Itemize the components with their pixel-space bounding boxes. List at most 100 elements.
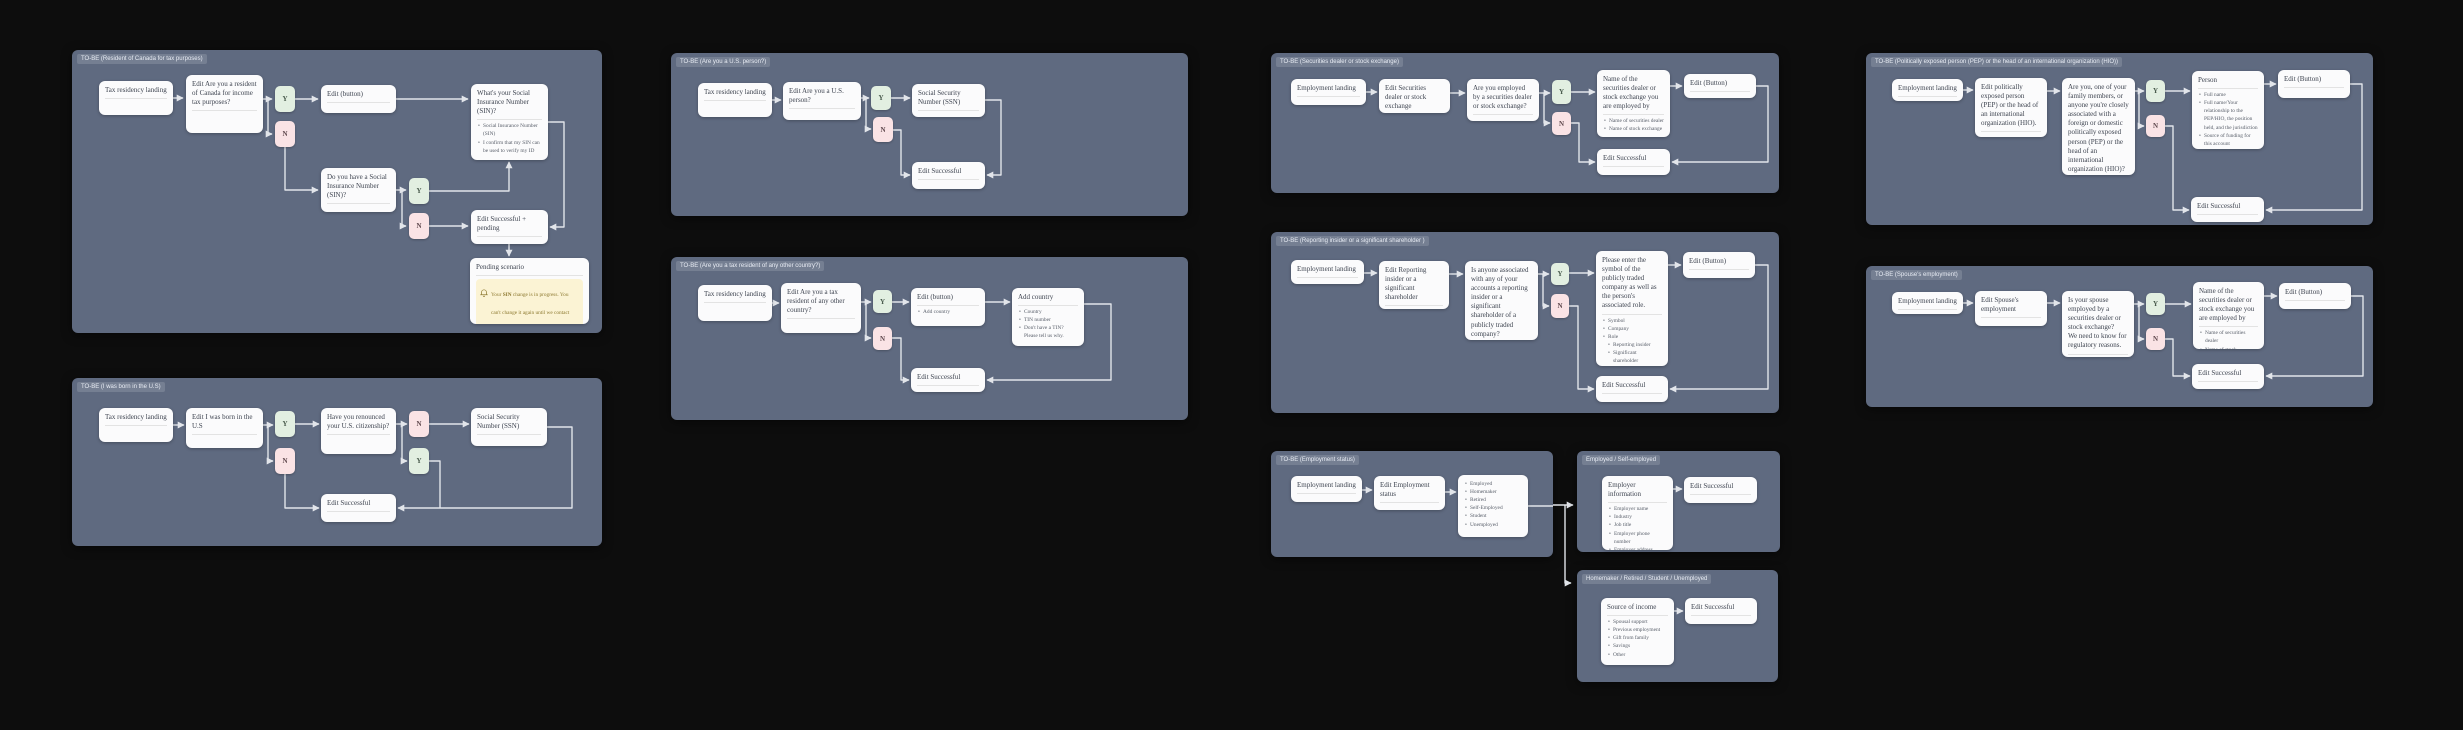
flow-node-tax-landing[interactable]: Tax residency landing bbox=[698, 83, 772, 117]
no-badge[interactable]: N bbox=[275, 448, 295, 474]
no-badge[interactable]: N bbox=[873, 327, 892, 350]
flow-node-tax-landing[interactable]: Tax residency landing bbox=[99, 81, 173, 115]
flow-node-ssn[interactable]: Social Security Number (SSN) bbox=[471, 408, 547, 446]
flow-node-name-form[interactable]: Name of the securities dealer or stock e… bbox=[1597, 70, 1670, 137]
flow-node-tax-landing[interactable]: Tax residency landing bbox=[698, 285, 772, 321]
flow-node-edit-button[interactable]: Edit (button) Add country bbox=[911, 288, 985, 326]
no-badge[interactable]: N bbox=[409, 213, 429, 239]
group-title[interactable]: TO-BE (I was born in the U.S) bbox=[77, 382, 165, 393]
flow-node-edit-pending[interactable]: Edit Successful + pending bbox=[471, 210, 548, 244]
no-badge[interactable]: N bbox=[1551, 294, 1569, 318]
yes-badge[interactable]: Y bbox=[873, 290, 892, 313]
flow-node-edit-button[interactable]: Edit (Button) bbox=[1683, 252, 1755, 278]
connector-lines bbox=[1362, 486, 1553, 507]
flow-node-edit-successful[interactable]: Edit Successful bbox=[1597, 149, 1670, 175]
yes-badge[interactable]: Y bbox=[1551, 263, 1569, 285]
flow-node-edit-question[interactable]: Edit Reporting insider or a significant … bbox=[1379, 261, 1449, 309]
node-bullets: Name of securities dealer Name of stock … bbox=[2199, 329, 2258, 349]
flow-node-edit-successful[interactable]: Edit Successful bbox=[1684, 477, 1757, 503]
flow-node-edit-button[interactable]: Edit (button) bbox=[321, 85, 396, 113]
group-title[interactable]: TO-BE (Securities dealer or stock exchan… bbox=[1276, 57, 1403, 68]
no-badge[interactable]: N bbox=[409, 411, 429, 437]
flow-node-status-list[interactable]: Employed Homemaker Retired Self-Employed… bbox=[1458, 475, 1528, 537]
flow-node-edit-button[interactable]: Edit (Button) bbox=[2279, 283, 2351, 309]
flow-node-person-form[interactable]: Person Full name Full name/Your relation… bbox=[2192, 71, 2264, 149]
no-badge[interactable]: N bbox=[2146, 115, 2165, 137]
flow-node-add-country[interactable]: Add country Country TIN number Don't hav… bbox=[1012, 288, 1084, 346]
no-badge[interactable]: N bbox=[275, 121, 295, 147]
flow-node-employment-landing[interactable]: Employment landing bbox=[1291, 79, 1366, 105]
group-title[interactable]: TO-BE (Reporting insider or a significan… bbox=[1276, 236, 1429, 247]
group-title[interactable]: TO-BE (Spouse's employment) bbox=[1871, 270, 1962, 281]
flow-group-spouse-employment[interactable]: TO-BE (Spouse's employment) Employment l… bbox=[1866, 266, 2373, 407]
flow-node-edit-successful[interactable]: Edit Successful bbox=[1685, 598, 1757, 624]
flow-group-canada-tax[interactable]: TO-BE (Resident of Canada for tax purpos… bbox=[72, 50, 602, 333]
flow-group-other-country[interactable]: TO-BE (Are you a tax resident of any oth… bbox=[671, 257, 1188, 420]
flow-group-us-person[interactable]: TO-BE (Are you a U.S. person?) Tax resid… bbox=[671, 53, 1188, 216]
yes-badge[interactable]: Y bbox=[2146, 80, 2165, 102]
yes-badge[interactable]: Y bbox=[275, 86, 295, 112]
yes-badge[interactable]: Y bbox=[1552, 80, 1571, 104]
no-badge[interactable]: N bbox=[2146, 328, 2165, 350]
flow-group-securities-dealer[interactable]: TO-BE (Securities dealer or stock exchan… bbox=[1271, 53, 1779, 193]
flow-node-question[interactable]: Is your spouse employed by a securities … bbox=[2062, 291, 2134, 357]
flow-node-employment-landing[interactable]: Employment landing bbox=[1892, 79, 1963, 101]
flow-node-pending-scenario[interactable]: Pending scenario Your SIN change is in p… bbox=[470, 258, 589, 324]
yes-badge[interactable]: Y bbox=[275, 411, 295, 437]
flow-group-employed-branch[interactable]: Employed / Self-employed Employer inform… bbox=[1577, 451, 1780, 552]
flow-node-source-income[interactable]: Source of income Spousal support Previou… bbox=[1601, 598, 1674, 665]
flow-node-edit-button[interactable]: Edit (Button) bbox=[1684, 74, 1756, 98]
yes-badge[interactable]: Y bbox=[409, 448, 429, 474]
flow-node-edit-successful[interactable]: Edit Successful bbox=[911, 368, 985, 392]
flow-group-employment-status[interactable]: TO-BE (Employment status) Employment lan… bbox=[1271, 451, 1553, 557]
flow-node-have-sin[interactable]: Do you have a Social Insurance Number (S… bbox=[321, 168, 396, 212]
no-badge[interactable]: N bbox=[1552, 112, 1571, 135]
flow-node-edit-question[interactable]: Edit Securities dealer or stock exchange bbox=[1379, 79, 1450, 113]
group-title[interactable]: TO-BE (Politically exposed person (PEP) … bbox=[1871, 57, 2123, 68]
flow-node-ssn[interactable]: Social Security Number (SSN) bbox=[912, 84, 985, 117]
group-title[interactable]: Employed / Self-employed bbox=[1582, 455, 1661, 466]
flow-group-pep-hio[interactable]: TO-BE (Politically exposed person (PEP) … bbox=[1866, 53, 2373, 225]
flow-node-edit-question[interactable]: Edit Employment status bbox=[1374, 476, 1445, 510]
flow-node-edit-successful[interactable]: Edit Successful bbox=[912, 162, 985, 189]
no-badge[interactable]: N bbox=[873, 117, 893, 142]
flow-node-tax-landing[interactable]: Tax residency landing bbox=[99, 408, 173, 442]
group-title[interactable]: TO-BE (Are you a U.S. person?) bbox=[676, 57, 771, 68]
flow-node-edit-question[interactable]: Edit Are you a tax resident of any other… bbox=[781, 283, 861, 333]
flow-group-born-us[interactable]: TO-BE (I was born in the U.S) Tax reside… bbox=[72, 378, 602, 546]
flow-node-name-form[interactable]: Name of the securities dealer or stock e… bbox=[2193, 282, 2264, 349]
node-title: Edit Successful bbox=[1603, 154, 1647, 162]
flow-node-edit-question[interactable]: Edit I was born in the U.S bbox=[186, 408, 263, 448]
group-title[interactable]: TO-BE (Resident of Canada for tax purpos… bbox=[77, 54, 207, 65]
yes-badge[interactable]: Y bbox=[409, 178, 429, 204]
flow-node-edit-question[interactable]: Edit Spouse's employment bbox=[1975, 291, 2047, 326]
flow-group-unemployed-branch[interactable]: Homemaker / Retired / Student / Unemploy… bbox=[1577, 570, 1778, 682]
flow-node-edit-successful[interactable]: Edit Successful bbox=[2191, 197, 2264, 222]
flow-node-employment-landing[interactable]: Employment landing bbox=[1291, 260, 1364, 284]
flow-node-edit-question[interactable]: Edit politically exposed person (PEP) or… bbox=[1975, 78, 2047, 137]
yes-badge[interactable]: Y bbox=[871, 86, 891, 110]
group-title[interactable]: Homemaker / Retired / Student / Unemploy… bbox=[1582, 574, 1712, 585]
flow-node-edit-successful[interactable]: Edit Successful bbox=[321, 494, 396, 522]
flow-node-question[interactable]: Are you employed by a securities dealer … bbox=[1467, 79, 1539, 121]
flow-node-edit-button[interactable]: Edit (Button) bbox=[2278, 70, 2350, 98]
flow-group-reporting-insider[interactable]: TO-BE (Reporting insider or a significan… bbox=[1271, 232, 1779, 413]
group-title[interactable]: TO-BE (Employment status) bbox=[1276, 455, 1359, 466]
flow-node-sin-form[interactable]: What's your Social Insurance Number (SIN… bbox=[471, 84, 548, 160]
flow-node-symbol-form[interactable]: Please enter the symbol of the publicly … bbox=[1596, 251, 1668, 366]
group-title[interactable]: TO-BE (Are you a tax resident of any oth… bbox=[676, 261, 825, 272]
flow-node-edit-successful[interactable]: Edit Successful bbox=[1596, 376, 1668, 402]
flow-node-edit-question[interactable]: Edit Are you a resident of Canada for in… bbox=[186, 75, 263, 133]
flow-node-employer-info[interactable]: Employer information Employer name Indus… bbox=[1602, 476, 1673, 550]
flow-node-renounced[interactable]: Have you renounced your U.S. citizenship… bbox=[321, 408, 396, 454]
flow-node-edit-question[interactable]: Edit Are you a U.S. person? bbox=[783, 82, 861, 120]
divider bbox=[2197, 214, 2258, 216]
flow-node-employment-landing[interactable]: Employment landing bbox=[1291, 476, 1362, 502]
yes-badge[interactable]: Y bbox=[2146, 293, 2165, 315]
flow-node-employment-landing[interactable]: Employment landing bbox=[1892, 292, 1963, 314]
flow-node-question[interactable]: Are you, one of your family members, or … bbox=[2062, 78, 2135, 175]
divider bbox=[105, 98, 167, 100]
flow-node-edit-successful[interactable]: Edit Successful bbox=[2192, 364, 2264, 389]
flow-node-question[interactable]: Is anyone associated with any of your ac… bbox=[1465, 261, 1538, 340]
